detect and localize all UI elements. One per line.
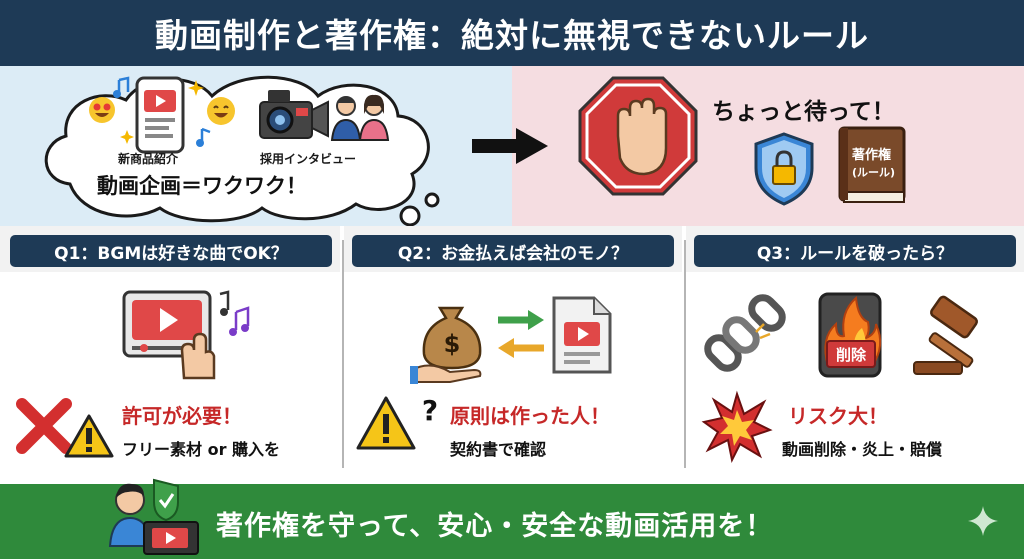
delete-badge-text: 削除 (835, 345, 866, 364)
footer-banner: 著作権を守って、安心・安全な動画活用を！ (0, 478, 1024, 559)
sparkle-icon (188, 80, 204, 96)
heart-eyes-emoji-icon (89, 97, 115, 123)
footer-message: 著作権を守って、安心・安全な動画活用を！ (216, 511, 774, 542)
video-player-icon (122, 290, 216, 380)
broken-chain-icon (704, 294, 786, 372)
interview-people-icon (330, 94, 390, 141)
detail-text: 動画削除・炎上・賠償 (782, 440, 943, 459)
cross-icon (16, 398, 72, 454)
svg-text:$: $ (444, 330, 461, 358)
gavel-icon (913, 295, 979, 375)
svg-text:?: ? (422, 394, 438, 427)
section-q3: Q3：ルールを破ったら？ 削除 リスク大！ 動画削除・炎上・賠償 (686, 226, 1024, 484)
thought-cloud-icon (44, 75, 440, 227)
book-title: 著作権 (852, 148, 892, 163)
question-pill: Q3：ルールを破ったら？ (694, 235, 1016, 267)
rule-book-icon (838, 126, 906, 203)
sparkle-icon (968, 506, 998, 536)
stop-hand-icon (578, 76, 698, 196)
label-recruit-interview: 採用インタビュー (260, 152, 357, 166)
shield-lock-icon (754, 132, 814, 206)
wait-text: ちょっと待って！ (712, 99, 895, 125)
answer-text: 原則は作った人！ (450, 404, 610, 428)
detail-text: 契約書で確認 (450, 440, 547, 459)
detail-text: フリー素材 or 購入を (122, 440, 281, 459)
music-note-icon (113, 76, 130, 98)
smartphone-video-icon (135, 76, 185, 154)
delete-badge: 削除 (826, 340, 876, 368)
section-q1: Q1：BGMは好きな曲でOK？ 許可が必要！ フリー素材 or 購入を (0, 226, 340, 484)
section-divider (684, 240, 686, 468)
arrow-right-icon (472, 128, 548, 164)
book-subtitle: (ルール) (852, 166, 896, 179)
question-text: Q2：お金払えば会社のモノ？ (397, 243, 629, 264)
label-product-intro: 新商品紹介 (118, 152, 179, 166)
question-text: Q1：BGMは好きな曲でOK？ (54, 243, 288, 264)
story-panel: 新商品紹介 採用インタビュー 動画企画＝ワクワク！ ちょっと待って！ (0, 66, 1024, 227)
question-pill: Q1：BGMは好きな曲でOK？ (10, 235, 332, 267)
question-pill: Q2：お金払えば会社のモノ？ (352, 235, 674, 267)
smile-emoji-icon (207, 97, 235, 125)
idea-text: 動画企画＝ワクワク！ (97, 174, 307, 198)
video-camera-icon (259, 90, 329, 139)
question-text: Q3：ルールを破ったら？ (756, 243, 954, 264)
header-banner: 動画制作と著作権：絶対に無視できないルール (0, 0, 1024, 66)
creator-laptop-icon (108, 478, 199, 555)
music-notes-icon (219, 290, 250, 336)
video-document-icon (552, 296, 612, 374)
page-title: 動画制作と著作権：絶対に無視できないルール (155, 16, 869, 55)
section-q2: Q2：お金払えば会社のモノ？ $ ? 原則は作った人！ 契約書で確認 (344, 226, 682, 484)
explosion-icon (701, 390, 773, 464)
warning-question-icon: ? (356, 394, 438, 450)
exchange-arrows-icon (498, 310, 544, 358)
music-note-icon (196, 127, 211, 147)
sparkle-icon (120, 130, 134, 144)
answer-text: リスク大！ (788, 404, 888, 428)
warning-icon (64, 414, 114, 458)
section-divider (342, 240, 344, 468)
answer-text: 許可が必要！ (122, 404, 242, 428)
money-bag-hand-icon: $ (410, 306, 482, 384)
